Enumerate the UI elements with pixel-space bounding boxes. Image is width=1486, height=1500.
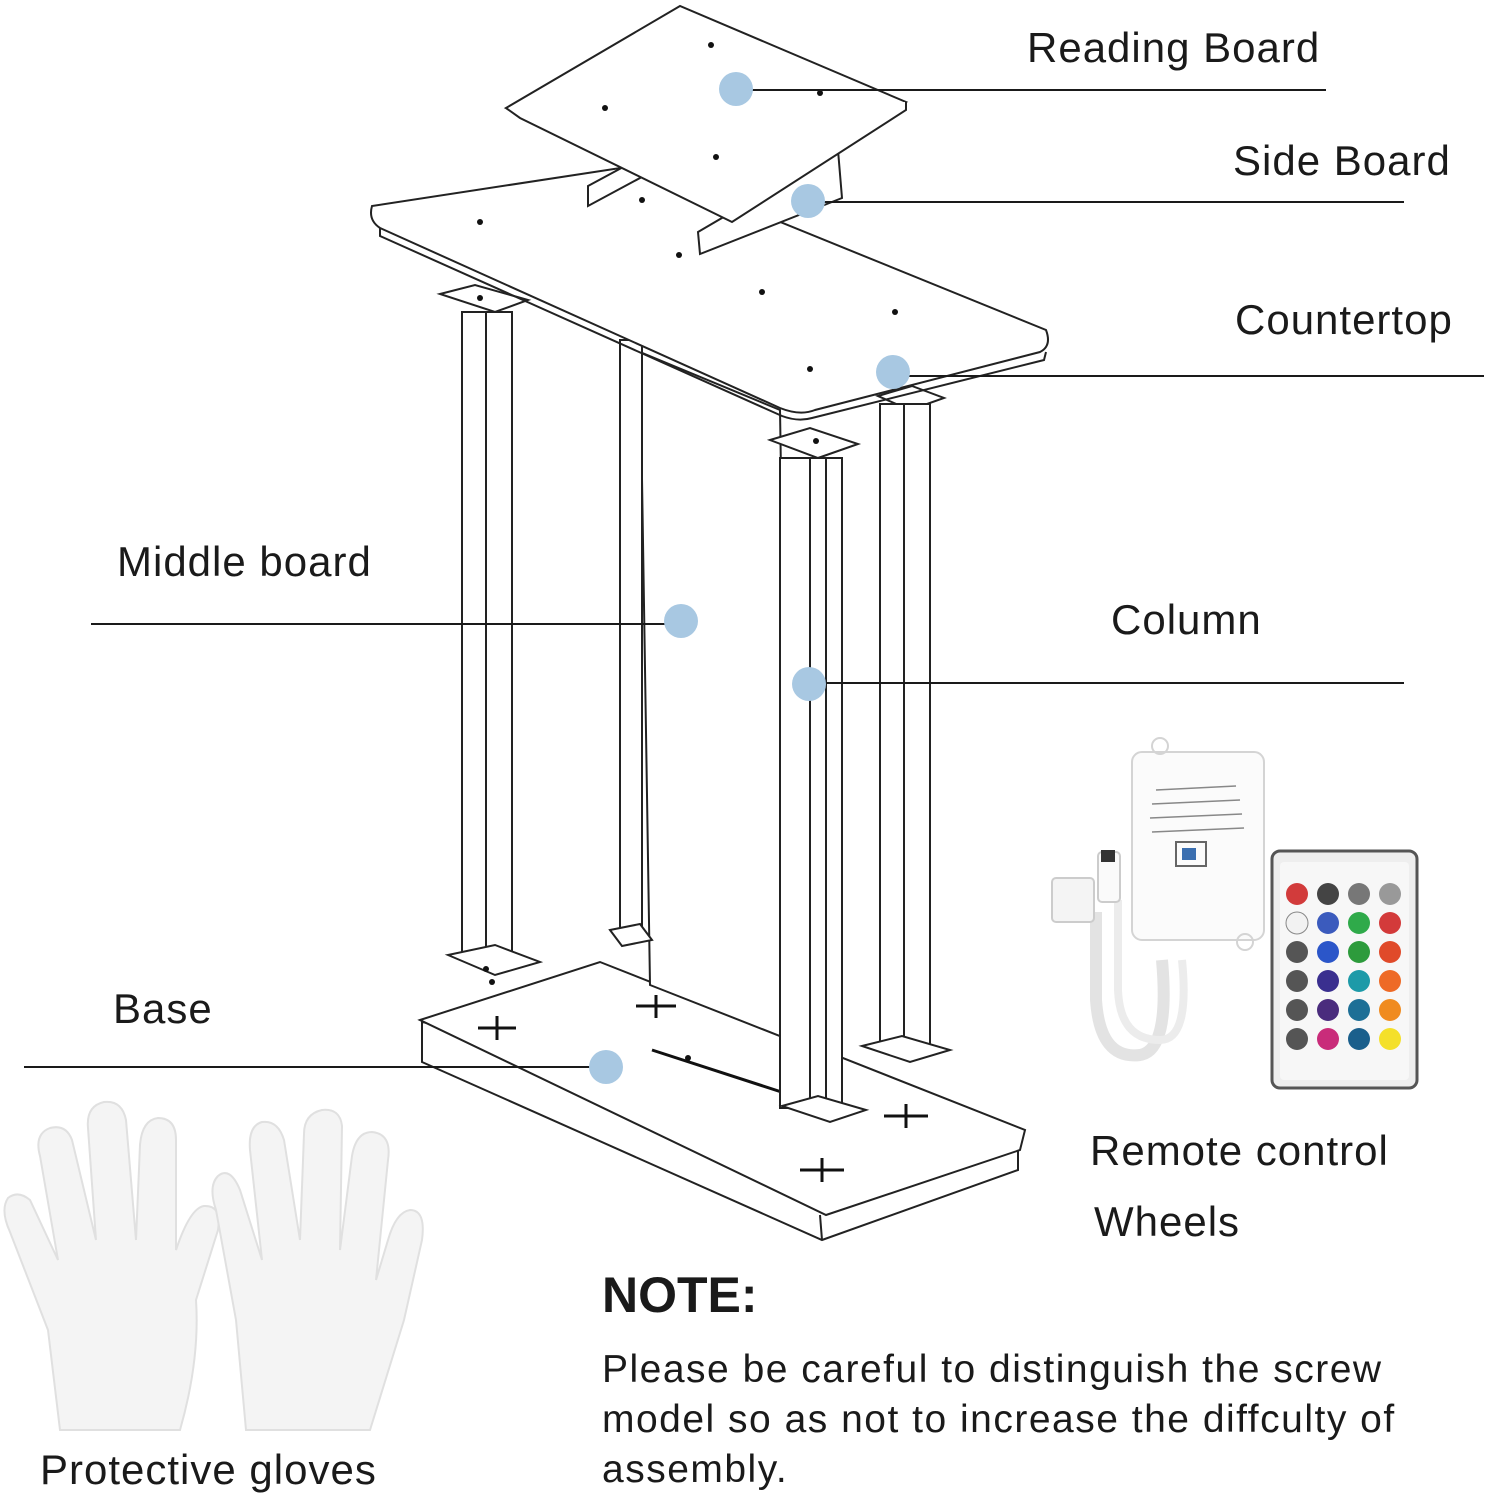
protective-gloves-label: Protective gloves [40, 1446, 377, 1493]
note-title: NOTE: [602, 1267, 758, 1323]
base-part [417, 960, 1027, 1242]
countertop-label: Countertop [1235, 296, 1453, 343]
side-board-marker [791, 184, 825, 218]
base-label: Base [113, 985, 213, 1032]
side-board-label: Side Board [1233, 137, 1451, 184]
countertop-part [370, 163, 1049, 421]
screw-holes [477, 42, 898, 1061]
middle-board-part [638, 350, 792, 1042]
reading-board-marker [719, 72, 753, 106]
column-parts [436, 283, 954, 1124]
part-markers [589, 72, 910, 1084]
remote-control-label: Remote control [1090, 1127, 1389, 1174]
countertop-marker [876, 355, 910, 389]
reading-board-part [503, 4, 909, 224]
leader-lines [24, 89, 1484, 1068]
led-controller [1051, 737, 1265, 1062]
wheels-label: Wheels [1094, 1198, 1241, 1245]
column-label: Column [1111, 596, 1262, 643]
column-marker [792, 667, 826, 701]
note-body: Please be careful to distinguish the scr… [602, 1348, 1396, 1491]
middle-board-marker [664, 604, 698, 638]
middle-board-label: Middle board [117, 538, 372, 585]
reading-board-label: Reading Board [1027, 24, 1321, 71]
remote-control-device [1270, 849, 1419, 1090]
protective-gloves-image [3, 1100, 424, 1431]
base-marker [589, 1050, 623, 1084]
